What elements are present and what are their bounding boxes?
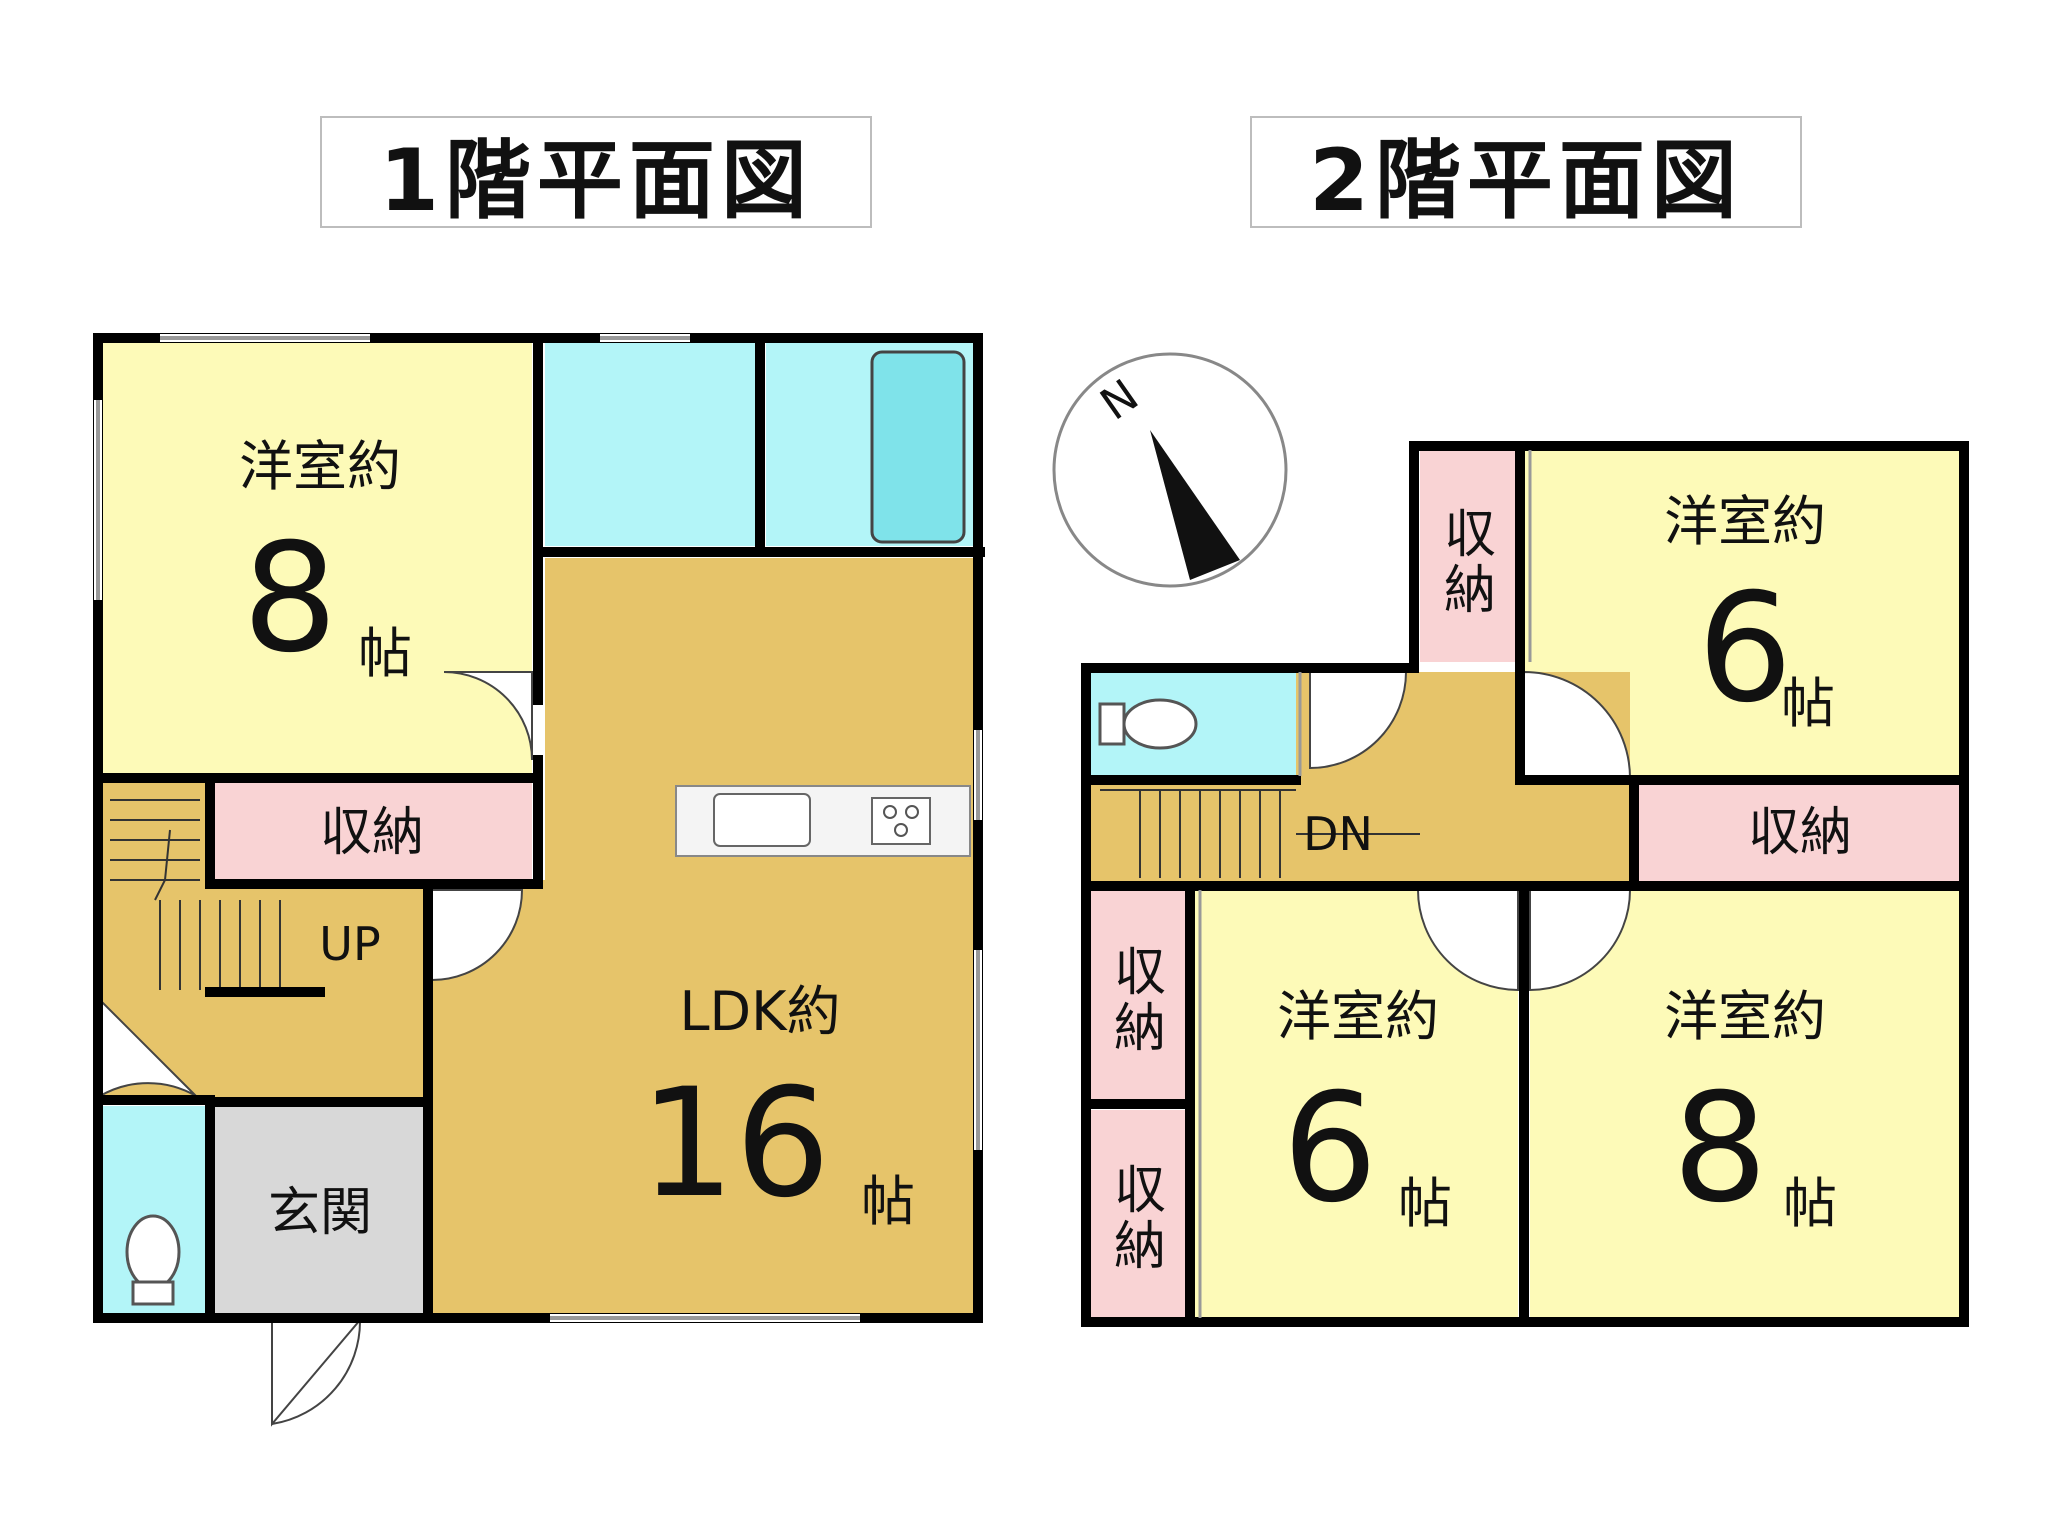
compass-needle bbox=[1150, 430, 1240, 580]
f1-ldk-size: 16 bbox=[640, 1057, 831, 1231]
f2-storage-w1 bbox=[1090, 890, 1190, 1100]
f2-western-se-unit: 帖 bbox=[1783, 1172, 1837, 1235]
f1-ldk-unit: 帖 bbox=[861, 1170, 915, 1233]
f2-western-se-label: 洋室約 bbox=[1664, 985, 1826, 1048]
compass: N bbox=[1052, 352, 1288, 588]
f1-toilet-fixture bbox=[125, 1214, 181, 1290]
f2-western-ne-unit: 帖 bbox=[1781, 672, 1835, 735]
f1-storage-label: 収納 bbox=[320, 803, 424, 863]
f2-storage-n-label-2: 納 bbox=[1444, 561, 1496, 621]
f1-entrance-label: 玄関 bbox=[268, 1183, 372, 1243]
f2-western-ne-label: 洋室約 bbox=[1664, 490, 1826, 553]
f1-stairs-label: UP bbox=[319, 917, 380, 971]
f1-western-unit: 帖 bbox=[358, 622, 412, 685]
f2-western-sw-unit: 帖 bbox=[1398, 1172, 1452, 1235]
floor1-plan: 洋室約 8 帖 収納 LDK約 16 帖 玄関 UP bbox=[93, 333, 985, 1427]
f2-stairs-label: DN bbox=[1303, 807, 1373, 861]
f2-storage-n-label-1: 収 bbox=[1444, 505, 1496, 565]
f1-western-label: 洋室約 bbox=[239, 435, 401, 498]
f2-storage-w2-label-2: 納 bbox=[1114, 1217, 1166, 1277]
f2-western-ne-size: 6 bbox=[1697, 562, 1792, 736]
bathtub bbox=[870, 350, 966, 544]
f1-ldk-room bbox=[545, 558, 976, 1314]
f1-ldk-label: LDK約 bbox=[679, 980, 840, 1043]
f1-stairs bbox=[100, 780, 210, 990]
f2-toilet-fixture bbox=[1122, 698, 1198, 750]
f2-storage-w2 bbox=[1090, 1110, 1190, 1318]
kitchen-sink bbox=[713, 793, 811, 847]
floor1-title: 1階平面図 bbox=[320, 116, 872, 231]
f2-western-sw-label: 洋室約 bbox=[1277, 985, 1439, 1048]
floor2-title: 2階平面図 bbox=[1250, 116, 1802, 231]
f1-western-size: 8 bbox=[242, 512, 337, 686]
f2-western-se-size: 8 bbox=[1672, 1062, 1767, 1236]
f2-storage-mid-label: 収納 bbox=[1748, 803, 1852, 863]
f1-stair-steps bbox=[110, 799, 281, 990]
f2-storage-mid bbox=[1638, 784, 1960, 884]
floor2-plan: 洋室約 6 帖 洋室約 6 帖 洋室約 8 帖 収 納 収納 収 納 収 納 D… bbox=[1081, 441, 1969, 1327]
f2-storage-w1-label-1: 収 bbox=[1114, 943, 1166, 1003]
f1-western-room bbox=[100, 340, 532, 778]
f2-storage-n bbox=[1420, 450, 1520, 662]
f2-storage-w1-label-2: 納 bbox=[1114, 999, 1166, 1059]
kitchen-stove bbox=[871, 797, 931, 845]
f2-stair-steps bbox=[1100, 789, 1420, 878]
f2-western-se bbox=[1530, 890, 1960, 1318]
f1-entrance bbox=[214, 1106, 424, 1314]
f1-washroom bbox=[545, 340, 755, 546]
f2-western-sw-size: 6 bbox=[1282, 1062, 1377, 1236]
f2-storage-w2-label-1: 収 bbox=[1114, 1161, 1166, 1221]
f1-storage bbox=[214, 780, 532, 880]
